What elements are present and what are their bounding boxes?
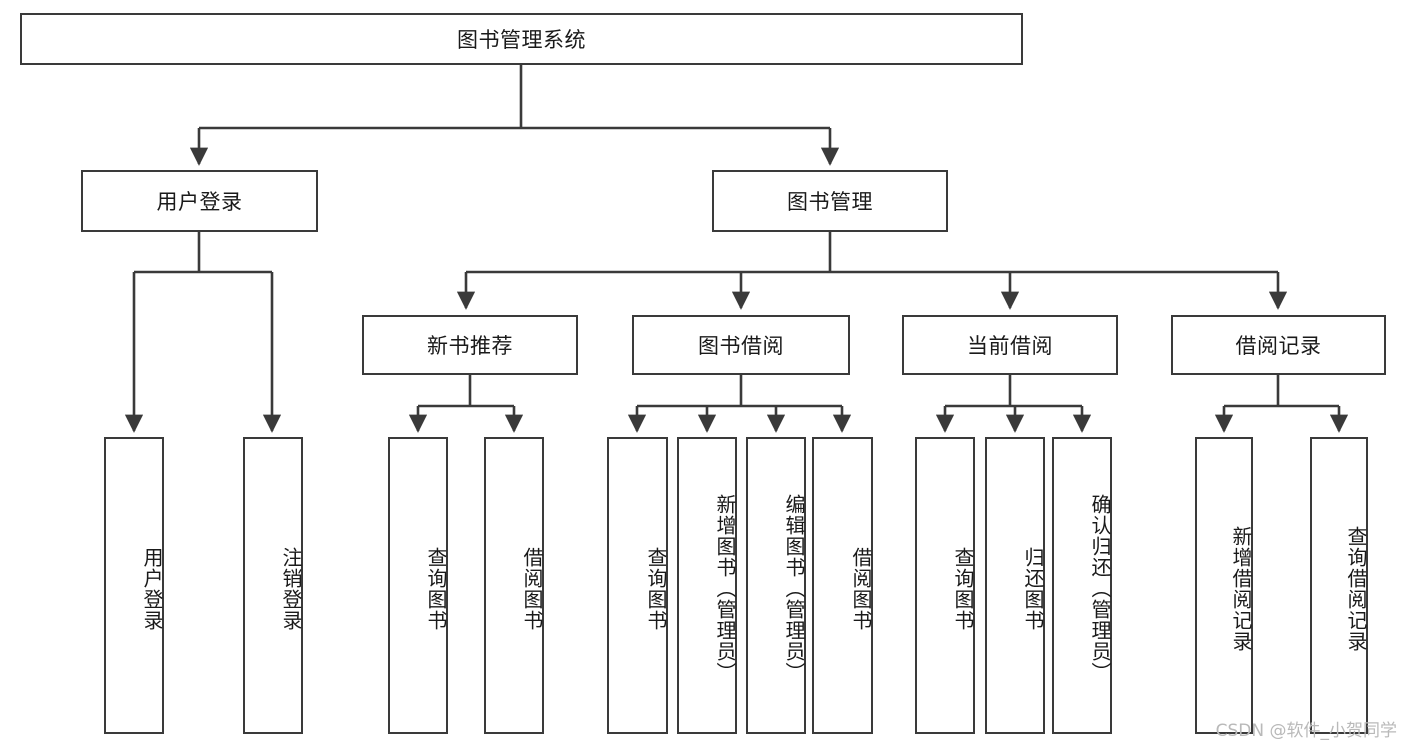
- leaf-record-add-label: 新增借阅记录: [1229, 525, 1253, 652]
- node-current-borrow-label: 当前借阅: [967, 334, 1053, 358]
- leaf-borrow-add-book-label: 新增图书（管理员）: [713, 494, 737, 683]
- leaf-user-login-logout-label: 注销登录: [279, 546, 303, 631]
- leaf-new-book-borrow-label: 借阅图书: [520, 546, 544, 631]
- leaf-record-add[interactable]: 新增借阅记录: [1195, 437, 1253, 734]
- leaf-current-confirm-return-label: 确认归还（管理员）: [1088, 494, 1112, 683]
- leaf-borrow-edit-book[interactable]: 编辑图书（管理员）: [746, 437, 806, 734]
- leaf-record-query[interactable]: 查询借阅记录: [1310, 437, 1368, 734]
- node-book-borrow-label: 图书借阅: [698, 334, 784, 358]
- node-borrow-record-label: 借阅记录: [1235, 334, 1322, 358]
- leaf-new-book-query[interactable]: 查询图书: [388, 437, 448, 734]
- leaf-record-query-label: 查询借阅记录: [1344, 525, 1368, 652]
- leaf-user-login-login[interactable]: 用户登录: [104, 437, 164, 734]
- leaf-borrow-borrow-book[interactable]: 借阅图书: [812, 437, 873, 734]
- leaf-borrow-edit-book-label: 编辑图书（管理员）: [782, 494, 806, 683]
- node-book-borrow[interactable]: 图书借阅: [632, 315, 850, 375]
- leaf-borrow-borrow-book-label: 借阅图书: [849, 546, 873, 631]
- node-new-book-recommend-label: 新书推荐: [427, 334, 513, 358]
- leaf-user-login-login-label: 用户登录: [140, 546, 164, 631]
- leaf-borrow-add-book[interactable]: 新增图书（管理员）: [677, 437, 737, 734]
- leaf-current-return-book-label: 归还图书: [1021, 546, 1045, 631]
- leaf-new-book-query-label: 查询图书: [424, 546, 448, 631]
- node-book-management[interactable]: 图书管理: [712, 170, 948, 232]
- node-borrow-record[interactable]: 借阅记录: [1171, 315, 1386, 375]
- node-new-book-recommend[interactable]: 新书推荐: [362, 315, 578, 375]
- leaf-new-book-borrow[interactable]: 借阅图书: [484, 437, 544, 734]
- leaf-current-query-book[interactable]: 查询图书: [915, 437, 975, 734]
- node-current-borrow[interactable]: 当前借阅: [902, 315, 1118, 375]
- leaf-current-query-book-label: 查询图书: [951, 546, 975, 631]
- node-user-login[interactable]: 用户登录: [81, 170, 318, 232]
- node-root[interactable]: 图书管理系统: [20, 13, 1023, 65]
- node-root-label: 图书管理系统: [457, 28, 586, 52]
- node-book-management-label: 图书管理: [787, 190, 873, 214]
- leaf-user-login-logout[interactable]: 注销登录: [243, 437, 303, 734]
- node-user-login-label: 用户登录: [156, 190, 243, 214]
- leaf-borrow-query-book[interactable]: 查询图书: [607, 437, 668, 734]
- leaf-borrow-query-book-label: 查询图书: [644, 546, 668, 631]
- leaf-current-return-book[interactable]: 归还图书: [985, 437, 1045, 734]
- leaf-current-confirm-return[interactable]: 确认归还（管理员）: [1052, 437, 1112, 734]
